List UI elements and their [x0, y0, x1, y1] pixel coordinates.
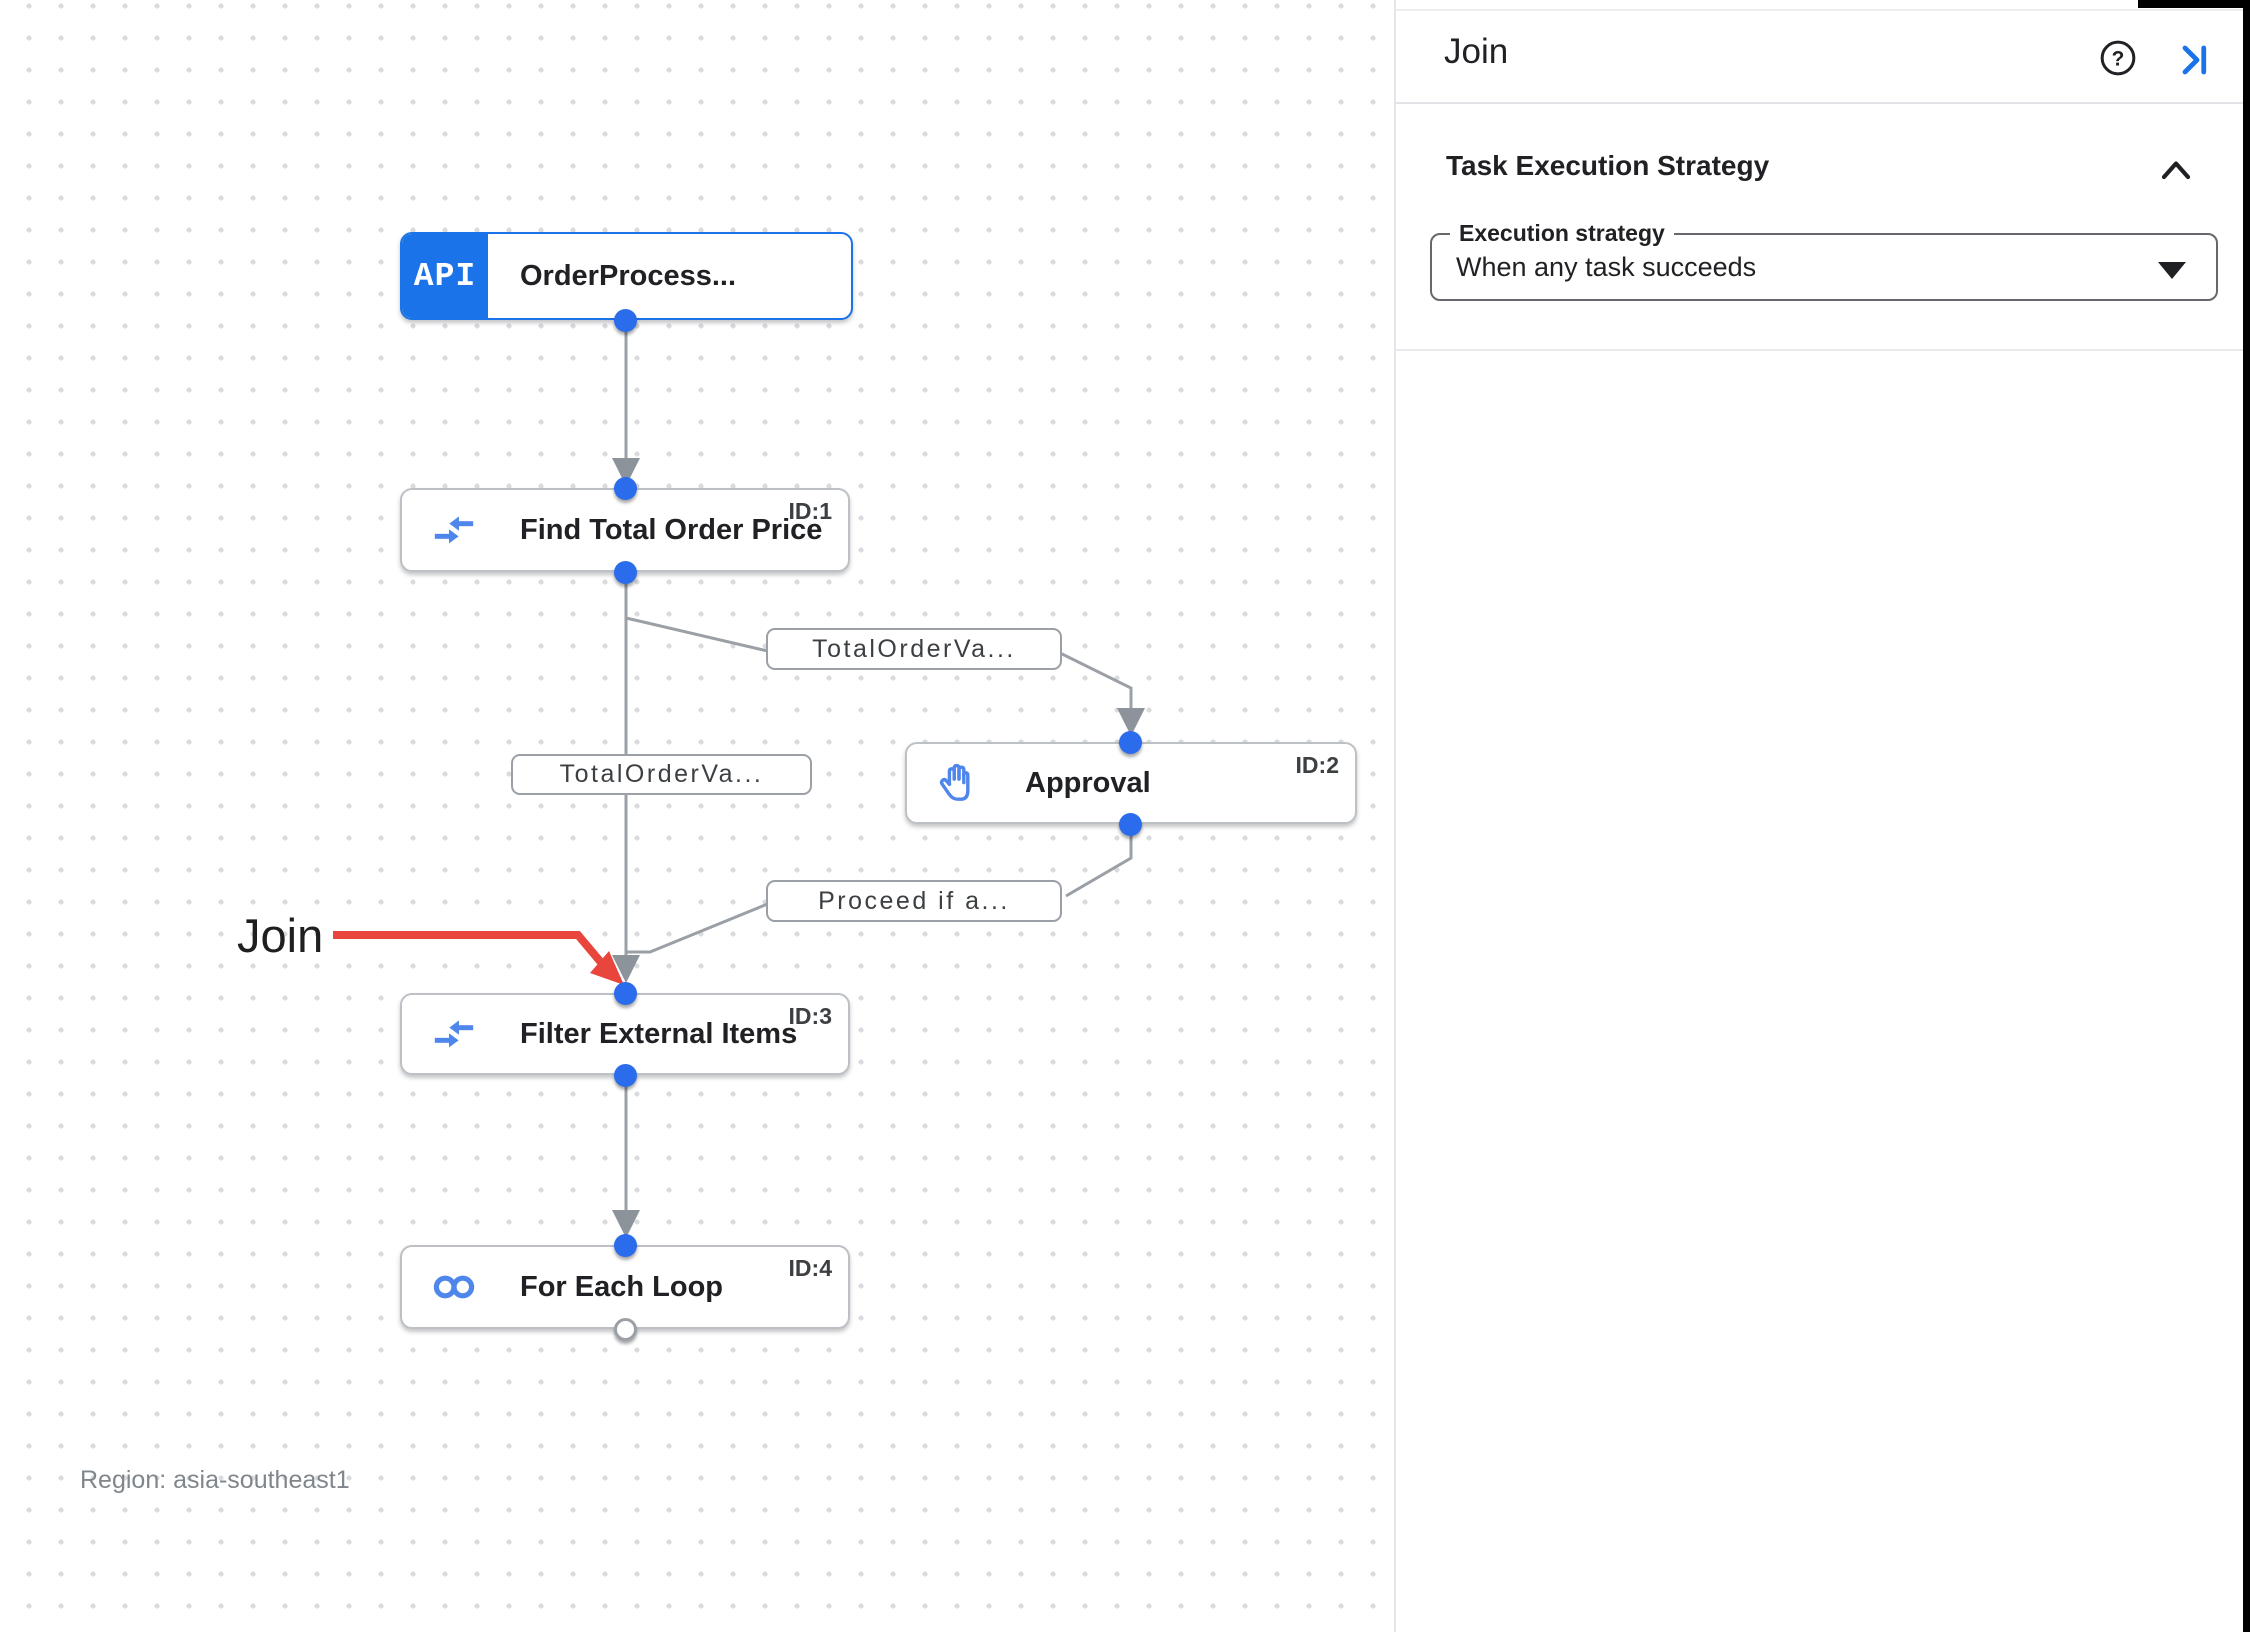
node-title: Approval: [1025, 766, 1151, 799]
execution-strategy-select[interactable]: When any task succeeds: [1430, 233, 2218, 301]
panel-title: Join: [1444, 32, 1509, 71]
edge-label-to-approval[interactable]: TotalOrderVa...: [766, 628, 1062, 670]
execution-strategy-value: When any task succeeds: [1456, 251, 1757, 282]
api-trigger-icon: API: [402, 234, 488, 318]
node-title: For Each Loop: [520, 1270, 723, 1303]
workflow-canvas[interactable]: API OrderProcess... Find Total Order Pri…: [0, 0, 1394, 1632]
annotation-arrow: [333, 931, 624, 985]
top-right-black-bar: [2138, 0, 2250, 8]
node-id-badge: ID:2: [1295, 752, 1339, 778]
config-side-panel: Join ? Task Execution Strategy When any …: [1394, 0, 2250, 1632]
right-edge-black-strip: [2243, 0, 2250, 1632]
port-foreach-out[interactable]: [614, 1318, 637, 1341]
approval-hand-icon: [933, 744, 985, 822]
node-title: OrderProcess...: [520, 259, 736, 292]
edge-connectors: [333, 321, 1145, 1238]
loop-icon: [428, 1247, 480, 1327]
node-for-each-loop[interactable]: For Each Loop ID:4: [400, 1245, 850, 1329]
port-approval-out[interactable]: [1119, 813, 1142, 836]
region-label: Region: asia-southeast1: [80, 1466, 350, 1494]
node-title: Filter External Items: [520, 1017, 798, 1050]
dropdown-arrow-icon: [2158, 262, 2186, 279]
panel-header-divider: [1396, 102, 2250, 104]
port-find-out[interactable]: [614, 561, 637, 584]
collapse-right-icon: [2182, 45, 2207, 75]
task-execution-strategy-heading: Task Execution Strategy: [1446, 150, 1770, 181]
node-id-badge: ID:3: [788, 1003, 832, 1029]
port-trigger-out[interactable]: [614, 309, 637, 332]
port-find-in[interactable]: [614, 477, 637, 500]
node-id-badge: ID:1: [788, 498, 832, 524]
join-annotation-label: Join: [237, 909, 324, 962]
port-filter-in-join[interactable]: [614, 982, 637, 1005]
node-approval[interactable]: Approval ID:2: [905, 742, 1357, 824]
data-mapping-icon: [428, 995, 480, 1073]
help-icon: ?: [2112, 47, 2125, 70]
node-order-process-trigger[interactable]: API OrderProcess...: [400, 232, 853, 320]
port-foreach-in[interactable]: [614, 1234, 637, 1257]
collapse-panel-button[interactable]: [2172, 38, 2216, 82]
help-button[interactable]: ?: [2096, 36, 2140, 80]
chevron-up-icon: [2161, 161, 2191, 180]
node-id-badge: ID:4: [788, 1255, 832, 1281]
node-title: Find Total Order Price: [520, 513, 823, 546]
panel-top-hairline: [1396, 9, 2250, 11]
execution-strategy-field-label: Execution strategy: [1450, 219, 1674, 247]
port-approval-in[interactable]: [1119, 731, 1142, 754]
node-filter-external-items[interactable]: Filter External Items ID:3: [400, 993, 850, 1075]
edge-label-to-filter[interactable]: TotalOrderVa...: [511, 754, 812, 795]
panel-section-divider: [1396, 349, 2250, 351]
port-filter-out[interactable]: [614, 1064, 637, 1087]
node-find-total-order-price[interactable]: Find Total Order Price ID:1: [400, 488, 850, 572]
data-mapping-icon: [428, 490, 480, 570]
edge-label-from-approval[interactable]: Proceed if a...: [766, 880, 1062, 922]
collapse-section-button[interactable]: [2158, 156, 2194, 186]
